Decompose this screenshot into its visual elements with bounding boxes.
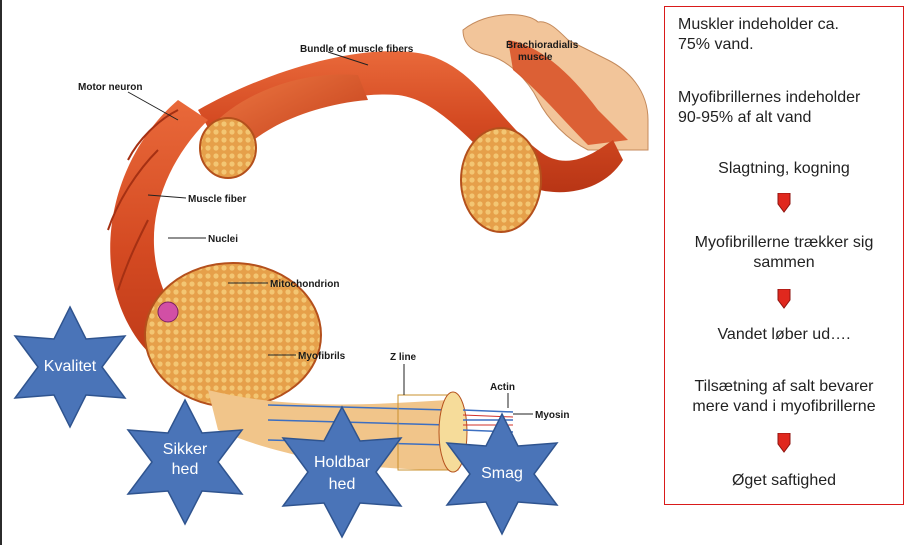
svg-text:Bundle of muscle fibers: Bundle of muscle fibers xyxy=(300,44,414,55)
star-sikkerhed-label-1: Sikker xyxy=(120,440,250,460)
down-arrow-icon xyxy=(777,433,791,453)
svg-text:Actin: Actin xyxy=(490,382,515,393)
svg-text:Muscle fiber: Muscle fiber xyxy=(188,194,246,205)
star-smag: Smag xyxy=(440,412,564,536)
step-increased-juiciness: Øget saftighed xyxy=(665,471,903,491)
myofibril-water-text-2: 90-95% af alt vand xyxy=(678,108,811,128)
star-kvalitet-label: Kvalitet xyxy=(8,357,132,377)
myofibril-water-text-1: Myofibrillernes indeholder xyxy=(678,88,860,108)
step-myofibrils-contract-2: sammen xyxy=(665,253,903,273)
left-border-line xyxy=(0,0,2,545)
down-arrow-icon xyxy=(777,289,791,309)
water-content-text-1: Muskler indeholder ca. xyxy=(678,15,839,35)
star-sikkerhed: Sikker hed xyxy=(120,398,250,526)
step-myofibrils-contract-1: Myofibrillerne trækker sig xyxy=(665,233,903,253)
water-content-text-2: 75% vand. xyxy=(678,35,754,55)
salt-note-1: Tilsætning af salt bevarer xyxy=(665,377,903,397)
info-text-box: Muskler indeholder ca. 75% vand. Myofibr… xyxy=(664,6,904,505)
step-slaughter-cooking: Slagtning, kogning xyxy=(665,159,903,179)
svg-text:Mitochondrion: Mitochondrion xyxy=(270,279,339,290)
label-nuclei: Nuclei xyxy=(168,234,238,245)
label-muscle-fiber: Muscle fiber xyxy=(148,194,246,205)
svg-text:muscle: muscle xyxy=(518,52,553,63)
svg-text:Nuclei: Nuclei xyxy=(208,234,238,245)
step-water-runs-out: Vandet løber ud…. xyxy=(665,325,903,345)
label-motor-neuron: Motor neuron xyxy=(78,82,178,120)
star-smag-label: Smag xyxy=(440,464,564,484)
star-holdbarhed-label-1: Holdbar xyxy=(275,453,409,473)
svg-text:Myofibrils: Myofibrils xyxy=(298,351,346,362)
star-holdbarhed: Holdbar hed xyxy=(275,405,409,539)
down-arrow-icon xyxy=(777,193,791,213)
star-kvalitet: Kvalitet xyxy=(8,305,132,429)
salt-note-2: mere vand i myofibrillerne xyxy=(665,397,903,417)
label-actin: Actin xyxy=(490,382,515,408)
star-sikkerhed-label-2: hed xyxy=(120,460,250,480)
svg-text:Brachioradialis: Brachioradialis xyxy=(506,40,579,51)
label-z-line: Z line xyxy=(390,352,417,395)
svg-text:Motor neuron: Motor neuron xyxy=(78,82,142,93)
star-holdbarhed-label-2: hed xyxy=(275,475,409,495)
svg-text:Z line: Z line xyxy=(390,352,417,363)
